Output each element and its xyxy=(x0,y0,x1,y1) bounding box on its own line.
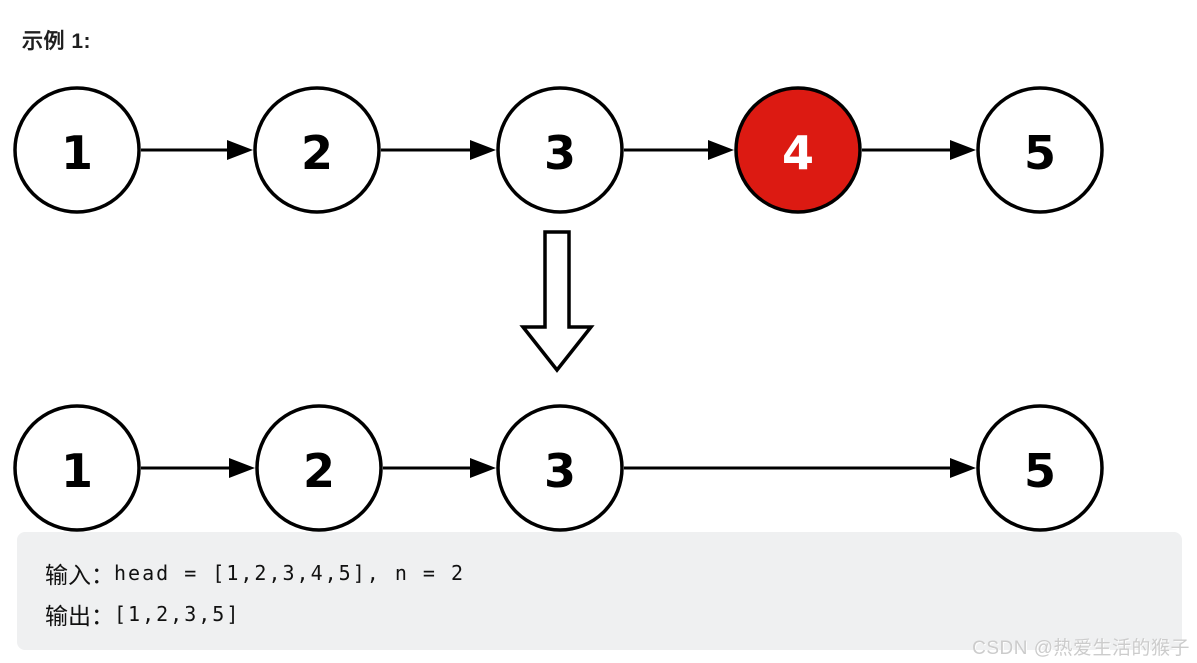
next-pointer-arrowhead xyxy=(227,140,253,160)
list-node xyxy=(253,86,381,214)
csdn-watermark: CSDN @热爱生活的猴子 xyxy=(972,638,1190,659)
list-node xyxy=(13,404,141,532)
list-node xyxy=(13,86,141,214)
next-pointer-arrowhead xyxy=(950,140,976,160)
list-node-value: 5 xyxy=(1024,444,1056,498)
list-node xyxy=(255,404,383,532)
output-line: 输出：[1,2,3,5] xyxy=(45,593,1182,634)
output-label: 输出： xyxy=(45,603,114,630)
next-pointer-arrowhead xyxy=(470,140,496,160)
list-node xyxy=(976,86,1104,214)
list-node-value: 1 xyxy=(61,126,93,180)
list-node-value: 1 xyxy=(61,444,93,498)
next-pointer-arrowhead xyxy=(950,458,976,478)
list-node-value: 3 xyxy=(544,126,576,180)
list-node xyxy=(976,404,1104,532)
list-node-highlighted xyxy=(734,86,862,214)
list-node-value: 2 xyxy=(301,126,333,180)
transform-down-arrow xyxy=(519,230,595,373)
list-node-value: 2 xyxy=(303,444,335,498)
list-node-value: 5 xyxy=(1024,126,1056,180)
list-node-value: 4 xyxy=(782,126,814,180)
example-title: 示例 1: xyxy=(22,30,92,53)
next-pointer-arrowhead xyxy=(229,458,255,478)
input-line: 输入：head = [1,2,3,4,5], n = 2 xyxy=(45,552,1182,593)
input-label: 输入： xyxy=(45,562,114,589)
list-node xyxy=(496,404,624,532)
list-node xyxy=(496,86,624,214)
output-value: [1,2,3,5] xyxy=(114,601,241,626)
example-io-block: 输入：head = [1,2,3,4,5], n = 2 输出：[1,2,3,5… xyxy=(17,532,1182,650)
next-pointer-arrowhead xyxy=(470,458,496,478)
input-value: head = [1,2,3,4,5], n = 2 xyxy=(114,560,466,585)
list-node-value: 3 xyxy=(544,444,576,498)
next-pointer-arrowhead xyxy=(708,140,734,160)
